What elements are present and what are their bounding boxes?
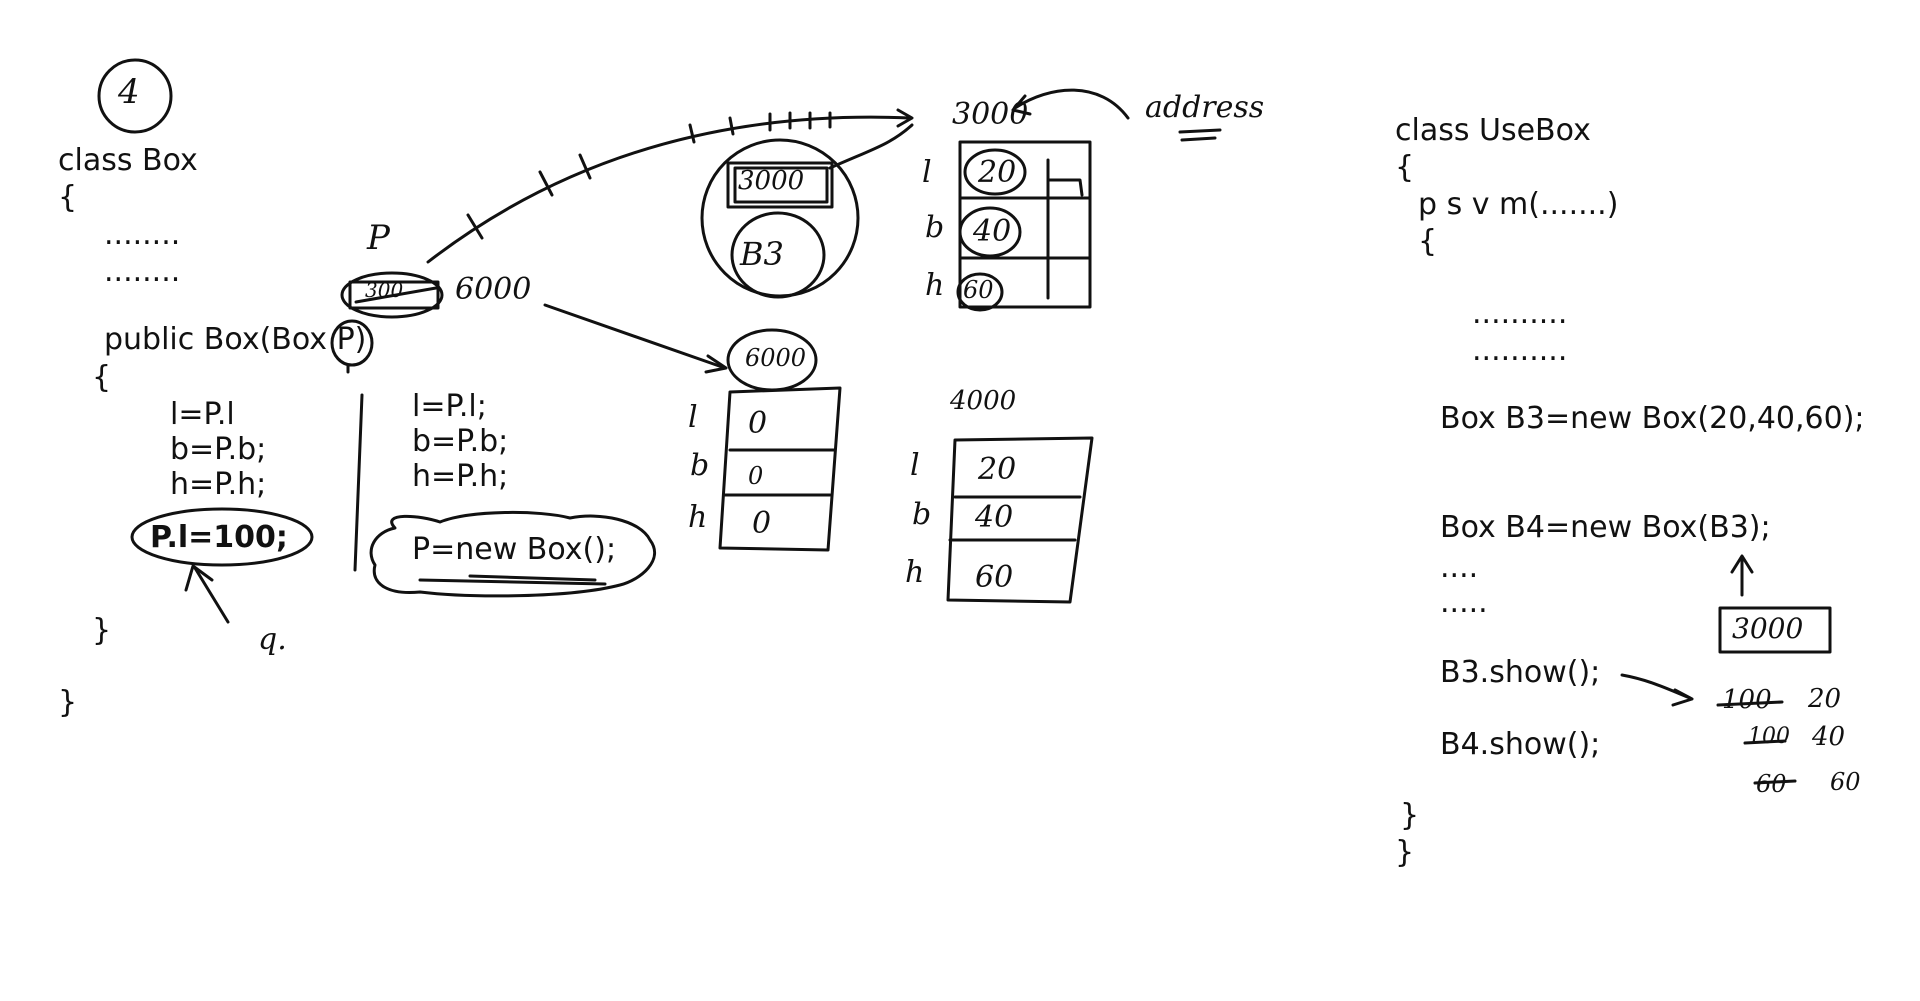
obj3000-field-h: h (925, 268, 945, 303)
b3-ref-addr: 3000 (738, 166, 805, 196)
assign-b: b=P.b; (170, 432, 267, 467)
arc-hatch-marks (466, 111, 832, 240)
number-circle (97, 58, 173, 134)
obj3000-val-b: 40 (973, 214, 1012, 249)
mid-assign-b: b=P.b; (412, 424, 509, 459)
constructor-open-brace: { (92, 360, 112, 395)
obj-4000-addr: 4000 (950, 386, 1017, 416)
obj-3000-mark (1046, 178, 1084, 197)
show-output-arrowhead (1671, 688, 1694, 707)
p-variable-label: P (367, 218, 390, 258)
mid-assign-l: l=P.l; (412, 389, 487, 424)
b4-declaration: Box B4=new Box(B3); (1440, 510, 1771, 545)
b4-show-call: B4.show(); (1440, 727, 1601, 762)
address-arrow (1013, 88, 1130, 120)
obj6000-val-l: 0 (748, 406, 768, 441)
obj3000-val-h: 60 (963, 276, 994, 304)
new-box-underline-2 (468, 574, 597, 582)
obj3000-field-l: l (922, 155, 932, 190)
arc-arrowhead (896, 108, 914, 128)
mid-assign-h: h=P.h; (412, 459, 509, 494)
b3-addr-box (1718, 606, 1832, 654)
p-new-addr: 6000 (455, 272, 532, 307)
address-arrowhead (1011, 94, 1032, 116)
p-new-box-statement: P=new Box(); (412, 532, 617, 567)
divider-line (353, 393, 364, 572)
class-box-decl: class Box (58, 143, 198, 178)
assign-l: l=P.l (170, 397, 235, 432)
p-ref-box (348, 280, 440, 310)
b3-show-call: B3.show(); (1440, 655, 1601, 690)
obj4000-val-b: 40 (975, 500, 1014, 535)
p-to-6000-line (543, 303, 727, 370)
address-underline-2 (1180, 136, 1217, 142)
address-label: address (1145, 90, 1265, 125)
obj3000-field-b: b (925, 210, 945, 245)
obj6000-val-b: 0 (748, 462, 764, 490)
placeholder-dots-2: ........ (104, 254, 181, 289)
output-row1: 20 (1808, 684, 1842, 714)
show-output-arrow (1620, 673, 1692, 700)
obj6000-field-l: l (688, 400, 698, 435)
constructor-close-brace: } (92, 613, 112, 648)
b3-label: B3 (740, 235, 784, 273)
output-row3: 60 (1830, 768, 1861, 796)
new-box-underline-1 (418, 578, 607, 586)
output-row3-struck: 60 (1756, 770, 1787, 798)
p-to-3000-arc (426, 115, 912, 264)
obj-4000-table (946, 436, 1094, 604)
placeholder-dots-1: ........ (104, 217, 181, 252)
q-arrow-shaft (193, 566, 230, 624)
usebox-dots-2: .......... (1472, 333, 1568, 368)
class-usebox-decl: class UseBox (1395, 113, 1591, 148)
class-box-open-brace: { (58, 180, 78, 215)
main-method-signature: p s v m(.......) (1418, 187, 1619, 222)
usebox-dots-1: .......... (1472, 296, 1568, 331)
address-underline-1 (1178, 128, 1222, 134)
p-ref-strike (354, 286, 438, 304)
obj4000-field-h: h (905, 555, 925, 590)
circled-number: 4 (118, 72, 140, 112)
obj4000-val-l: 20 (978, 452, 1017, 487)
q-arrow-head (184, 564, 214, 592)
obj-6000-table (718, 386, 842, 552)
obj4000-field-b: b (912, 497, 932, 532)
obj4000-val-h: 60 (975, 560, 1014, 595)
copy-constructor-signature: public Box(Box P) (104, 322, 367, 357)
obj6000-val-h: 0 (752, 506, 772, 541)
b3-declaration: Box B3=new Box(20,40,60); (1440, 401, 1865, 436)
usebox-open-brace: { (1395, 150, 1415, 185)
obj4000-field-l: l (910, 448, 920, 483)
class-box-close-brace: } (58, 685, 78, 720)
b3-inner-circle (730, 211, 826, 299)
q-annotation: q. (258, 622, 287, 657)
p-to-6000-arrowhead (704, 354, 728, 374)
usebox-dots-3: .... (1440, 550, 1479, 585)
usebox-close-brace: } (1395, 835, 1415, 870)
b3-to-3000-line (828, 123, 914, 170)
obj6000-field-h: h (688, 500, 708, 535)
output-row2: 40 (1812, 722, 1846, 752)
p-l-assignment: P.l=100; (150, 520, 288, 555)
b3-ref-box-inner (733, 166, 829, 204)
p-ref-oval (340, 271, 444, 319)
assign-h: h=P.h; (170, 467, 267, 502)
obj-6000-addr: 6000 (745, 344, 807, 372)
new-box-cloud (369, 510, 657, 598)
main-close-brace: } (1400, 798, 1420, 833)
output-row1-struck: 100 (1722, 685, 1772, 715)
b3-box-addr: 3000 (1732, 612, 1804, 645)
p-l-oval (130, 507, 314, 567)
obj6000-field-b: b (690, 448, 710, 483)
b3-ref-box (726, 161, 834, 209)
b3-param-arrowhead (1730, 554, 1754, 574)
param-p-circle (330, 319, 374, 367)
output-row2-struck: 100 (1748, 724, 1790, 749)
obj3000-val-l: 20 (978, 155, 1017, 190)
usebox-dots-4: ..... (1440, 585, 1488, 620)
p-ref-addr: 300 (365, 278, 404, 302)
main-open-brace: { (1418, 224, 1438, 259)
addr-3000-label: 3000 (952, 97, 1029, 132)
